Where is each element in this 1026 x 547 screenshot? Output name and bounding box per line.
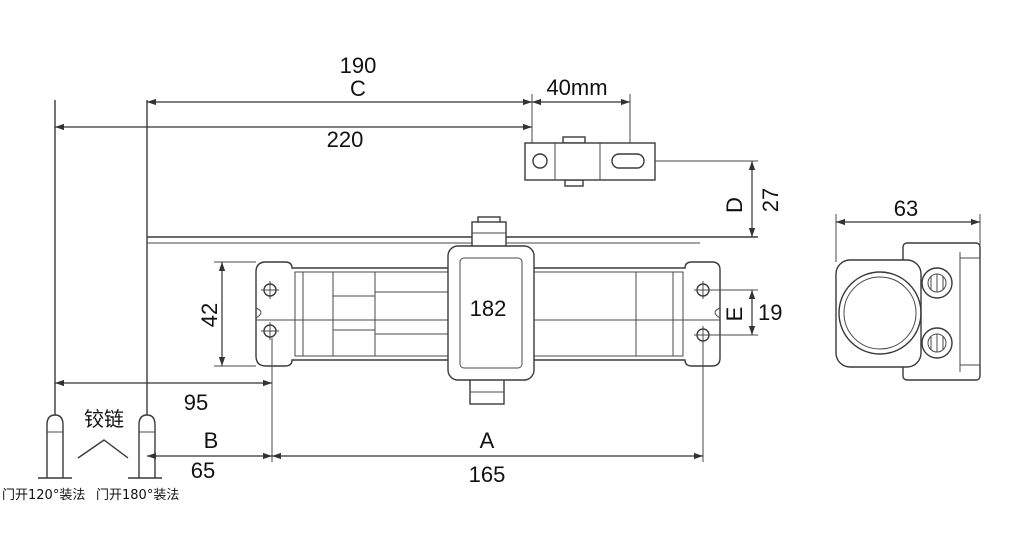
bracket-body — [524, 142, 656, 181]
side-cylinder-outer — [838, 271, 922, 355]
hinge-reference-lines — [54, 100, 148, 418]
label-165: 165 — [469, 462, 506, 487]
side-bolt-bottom — [921, 327, 953, 359]
label-e: E — [722, 307, 747, 322]
ear-right-notch — [714, 307, 721, 319]
label-install-120: 门开120°装法 — [2, 488, 85, 503]
dimension-e — [712, 289, 758, 336]
piston-upper — [332, 271, 376, 297]
top-dimensions — [55, 94, 631, 152]
hinge-pin-right — [138, 414, 156, 478]
dimension-labels: 190 C 40mm 220 D 27 63 42 182 E 19 95 B … — [2, 53, 918, 503]
arm-bracket — [524, 136, 656, 187]
bracket-top-tab — [562, 136, 586, 144]
label-c: C — [350, 76, 366, 101]
mount-hole-left-bottom — [261, 322, 279, 340]
bottom-dimensions — [55, 338, 704, 462]
label-19: 19 — [758, 300, 782, 325]
hinge-pins — [38, 414, 162, 479]
top-nut — [471, 221, 507, 248]
label-d: D — [722, 197, 747, 213]
piston-right-cap — [635, 271, 674, 357]
pinion-housing-inner — [459, 257, 523, 369]
hinge-pin-left — [46, 414, 64, 478]
label-182: 182 — [470, 296, 507, 321]
side-body — [835, 259, 922, 368]
label-install-180: 门开180°装法 — [96, 488, 179, 503]
label-42: 42 — [197, 303, 222, 327]
side-plate-rail — [959, 257, 981, 366]
label-c-value: 190 — [340, 53, 377, 78]
label-65: 65 — [191, 458, 215, 483]
label-b: B — [204, 428, 219, 453]
label-27: 27 — [758, 188, 783, 212]
label-40mm: 40mm — [546, 75, 607, 100]
bottom-nut — [469, 377, 505, 405]
bracket-hole — [532, 153, 548, 169]
side-view — [835, 214, 981, 381]
mount-hole-right-bottom — [694, 326, 712, 344]
label-a: A — [480, 428, 495, 453]
pinion-housing — [447, 245, 535, 381]
label-220: 220 — [327, 127, 364, 152]
bracket-slot — [611, 153, 645, 169]
side-bolt-top — [921, 267, 953, 299]
closer-body — [255, 216, 721, 405]
piston-left-cap — [302, 271, 334, 357]
dimension-d — [147, 160, 758, 244]
side-cylinder-inner — [843, 276, 917, 350]
ear-left-notch — [255, 307, 262, 319]
mount-hole-right-top — [694, 281, 712, 299]
mount-hole-left-top — [261, 281, 279, 299]
dimension-42 — [214, 261, 256, 367]
piston-lower — [332, 329, 376, 357]
hinge-pointer — [77, 439, 129, 459]
label-63: 63 — [894, 196, 918, 221]
label-hinge: 铰链 — [84, 407, 124, 431]
bracket-bottom-tab — [564, 179, 584, 187]
label-95: 95 — [184, 390, 208, 415]
